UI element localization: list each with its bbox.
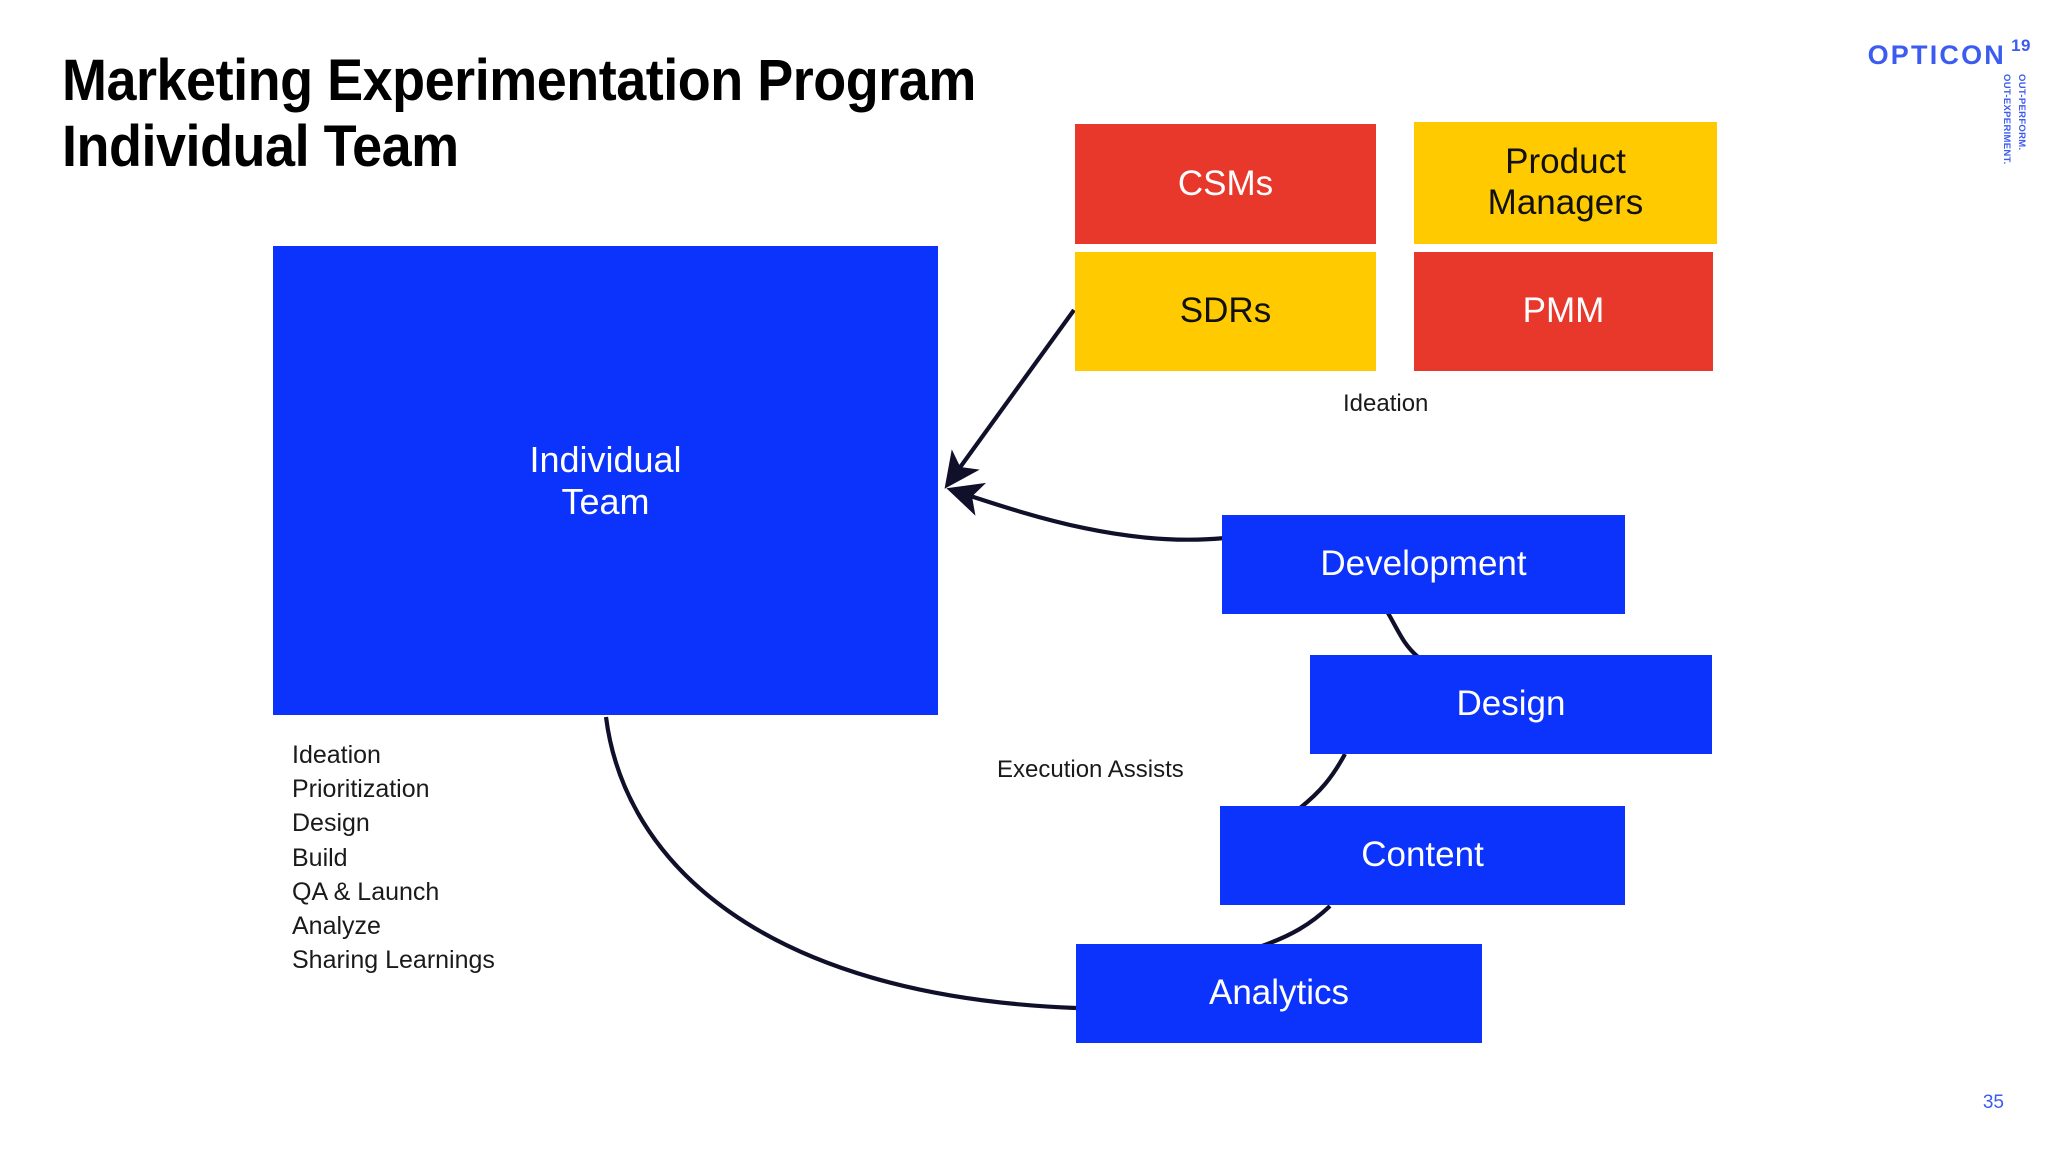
phase-item: Analyze: [292, 912, 381, 941]
node-design[interactable]: Design: [1310, 655, 1712, 754]
page-number: 35: [1982, 1092, 2004, 1113]
phase-item: QA & Launch: [292, 877, 440, 906]
node-pmm[interactable]: PMM: [1414, 252, 1713, 371]
node-csms[interactable]: CSMs: [1075, 124, 1376, 244]
opticon-logo: OPTICON 19 OUT-EXPERIMENT. OUT-PERFORM.: [1818, 18, 2038, 198]
node-sdrs[interactable]: SDRs: [1075, 252, 1376, 371]
caption-ideation: Ideation: [1343, 390, 1429, 417]
node-content[interactable]: Content: [1220, 806, 1625, 905]
connector-content-to-analytics: [1261, 904, 1332, 948]
connector-development-to-design: [1386, 611, 1420, 659]
connector-design-to-content: [1298, 752, 1347, 810]
node-product-managers[interactable]: Product Managers: [1414, 122, 1717, 244]
logo-wordmark: OPTICON: [1867, 40, 2006, 70]
connector-sdrs-to-team: [944, 308, 1076, 489]
node-analytics[interactable]: Analytics: [1076, 944, 1482, 1043]
node-individual-team[interactable]: Individual Team: [273, 246, 938, 715]
phase-item: Ideation: [292, 741, 381, 769]
logo-tagline-line1: OUT-EXPERIMENT.: [2001, 74, 2012, 165]
logo-year: 19: [2011, 36, 2031, 55]
caption-execution-assists: Execution Assists: [997, 756, 1184, 783]
node-development[interactable]: Development: [1222, 515, 1625, 614]
page-title: Marketing Experimentation Program Indivi…: [62, 48, 976, 180]
connector-development-to-team: [946, 482, 1226, 542]
phase-item: Prioritization: [292, 775, 430, 804]
phase-list: Ideation Prioritization Design Build QA …: [292, 738, 495, 977]
logo-tagline-line2: OUT-PERFORM.: [2016, 74, 2027, 151]
phase-item: Build: [292, 843, 348, 872]
phase-item: Sharing Learnings: [292, 946, 495, 975]
phase-item: Design: [292, 809, 370, 838]
